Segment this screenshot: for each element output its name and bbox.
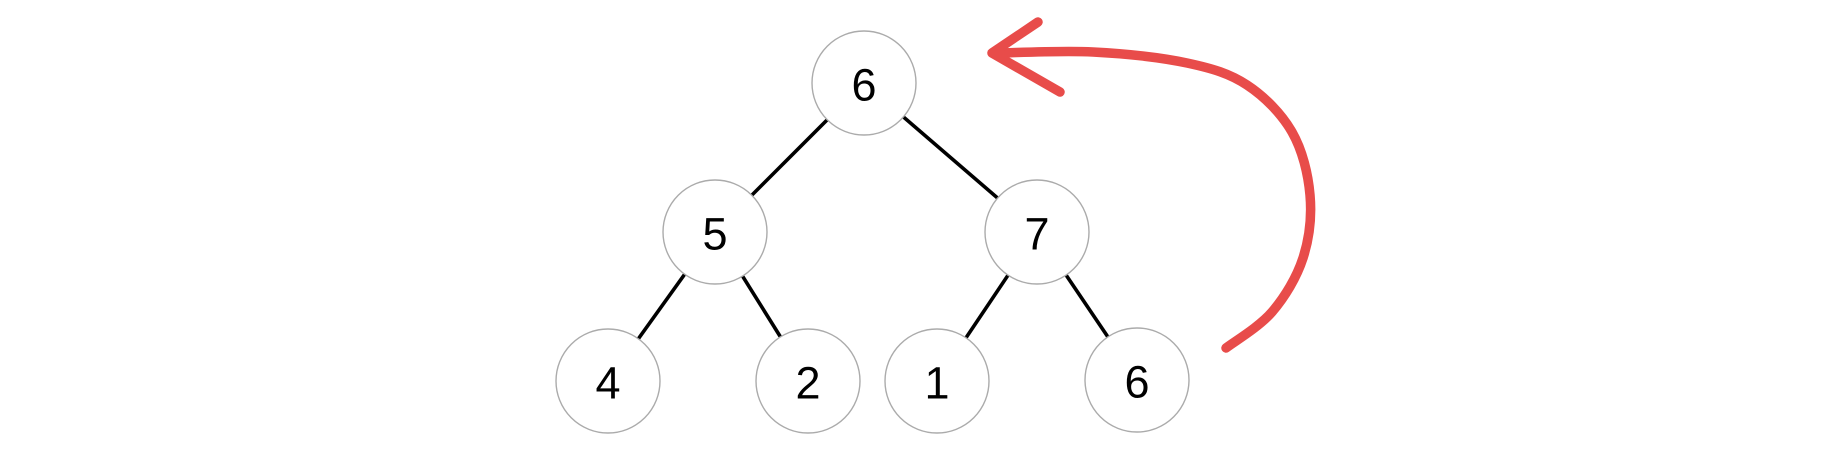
node-circle-LL — [555, 328, 661, 434]
node-circle-LR — [755, 328, 861, 434]
node-circle-RR — [1084, 327, 1190, 433]
node-label-LL: 4 — [595, 357, 620, 408]
node-label-RL: 1 — [924, 357, 949, 408]
annotation-arrowhead-icon — [987, 17, 1065, 97]
node-label-L: 5 — [702, 208, 727, 259]
node-circle-L — [662, 179, 768, 285]
node-label-R: 7 — [1024, 208, 1049, 259]
annotation-arrow-shaft — [993, 46, 1316, 353]
node-label-root: 6 — [851, 59, 876, 110]
node-label-LR: 2 — [795, 357, 820, 408]
node-circle-R — [984, 179, 1090, 285]
node-circle-root — [811, 30, 917, 136]
node-label-RR: 6 — [1124, 356, 1149, 407]
node-circle-RL — [884, 328, 990, 434]
